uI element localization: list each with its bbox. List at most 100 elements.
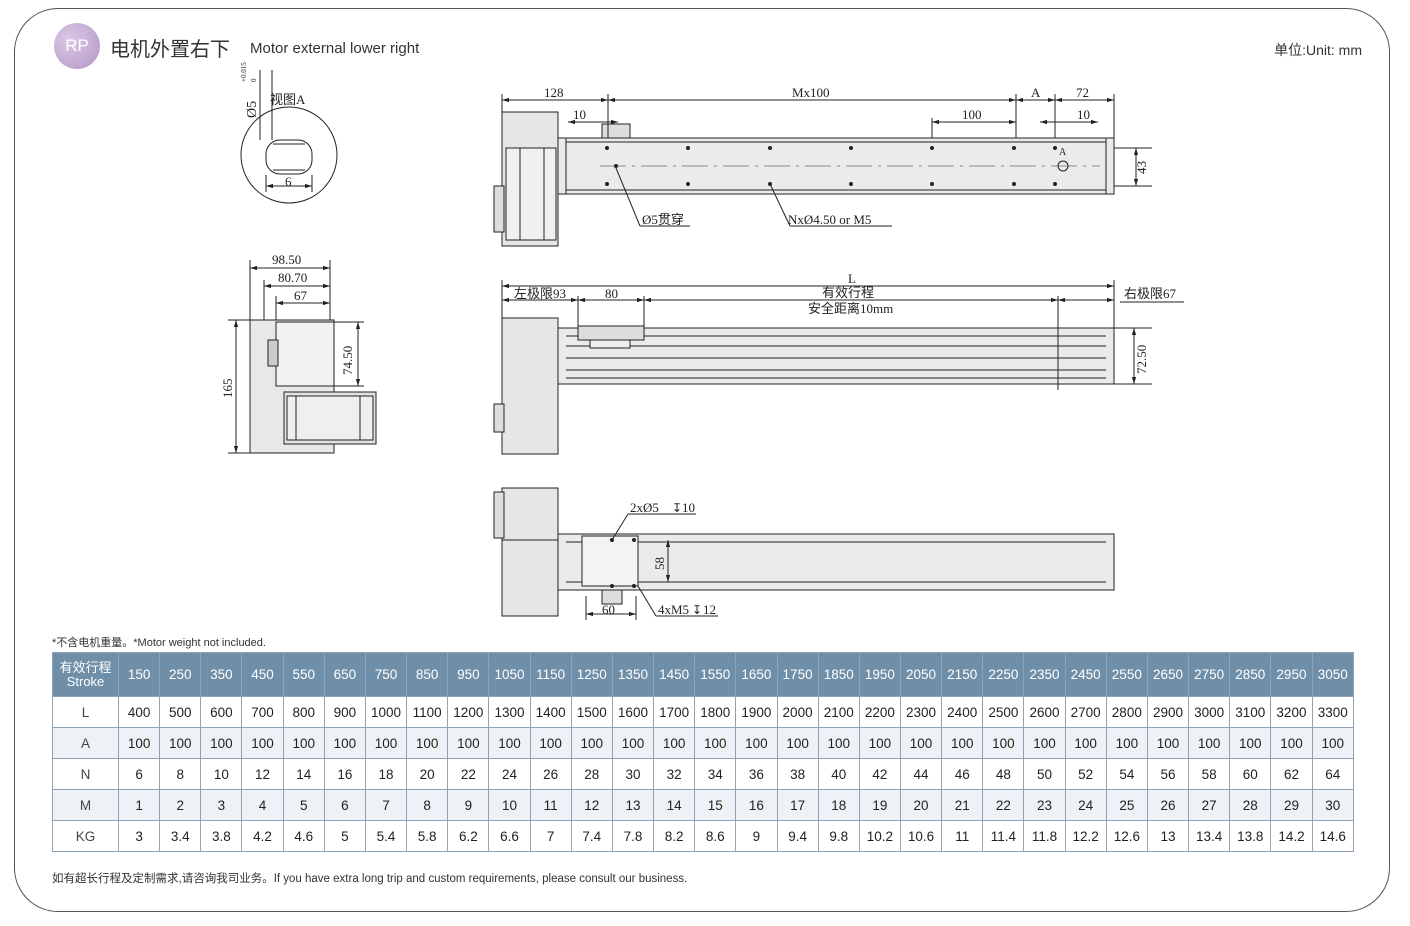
- stroke-column-header: 1250: [570, 652, 613, 697]
- table-cell: 58: [1188, 758, 1231, 790]
- stroke-column-header: 750: [364, 652, 408, 697]
- stroke-column-header: 250: [159, 652, 202, 697]
- table-cell: 10: [488, 789, 531, 821]
- phi5-label: Ø5: [245, 101, 260, 118]
- stroke-column-header: 1450: [653, 652, 696, 697]
- table-cell: 100: [1064, 727, 1107, 759]
- table-cell: 26: [529, 758, 572, 790]
- stroke-column-header: 1050: [488, 652, 531, 697]
- stroke-column-header: 2650: [1146, 652, 1190, 697]
- table-cell: 100: [159, 727, 202, 759]
- unit-label: 单位:Unit: mm: [1274, 42, 1362, 58]
- stroke-column-header: 1850: [817, 652, 860, 697]
- table-cell: 14.6: [1311, 820, 1355, 852]
- table-cell: 14.2: [1270, 820, 1313, 852]
- table-cell: 13.4: [1188, 820, 1231, 852]
- table-cell: 29: [1270, 789, 1313, 821]
- table-cell: 100: [1146, 727, 1190, 759]
- row-label: M: [52, 789, 119, 821]
- dim-a: A: [1031, 85, 1041, 100]
- dim-72-50: 72.50: [1134, 345, 1149, 374]
- table-cell: 2600: [1023, 696, 1066, 728]
- table-cell: 2400: [941, 696, 984, 728]
- table-cell: 100: [694, 727, 737, 759]
- stroke-column-header: 2750: [1188, 652, 1231, 697]
- nx-holes-label: NxØ4.50 or M5: [788, 212, 871, 227]
- table-cell: 2800: [1105, 696, 1148, 728]
- table-cell: 100: [488, 727, 531, 759]
- row-label: KG: [52, 820, 119, 852]
- table-cell: 5: [323, 820, 366, 852]
- row-label: N: [52, 758, 119, 790]
- row-label: A: [52, 727, 119, 759]
- dim-98-50: 98.50: [272, 252, 301, 267]
- table-cell: 60: [1229, 758, 1272, 790]
- table-cell: 100: [941, 727, 984, 759]
- dim-74-50: 74.50: [340, 346, 355, 375]
- table-cell: 10.2: [858, 820, 901, 852]
- table-cell: 100: [570, 727, 613, 759]
- table-cell: 3100: [1229, 696, 1272, 728]
- table-cell: 12.2: [1064, 820, 1107, 852]
- stroke-column-header: 850: [406, 652, 449, 697]
- dim-l: L: [848, 271, 856, 286]
- table-cell: 2900: [1146, 696, 1190, 728]
- holes-2x-label: 2xØ5: [630, 500, 659, 515]
- table-cell: 6: [117, 758, 161, 790]
- table-cell: 30: [611, 758, 655, 790]
- table-cell: 3000: [1188, 696, 1231, 728]
- stroke-column-header: 1150: [529, 652, 572, 697]
- table-cell: 2100: [817, 696, 860, 728]
- dim-mx100: Mx100: [792, 85, 830, 100]
- table-cell: 4.6: [282, 820, 325, 852]
- table-cell: 100: [323, 727, 366, 759]
- top-view: [493, 94, 1152, 247]
- table-cell: 100: [1023, 727, 1066, 759]
- hole-marks: [605, 146, 1057, 588]
- table-cell: 23: [1023, 789, 1066, 821]
- table-cell: 2700: [1064, 696, 1107, 728]
- phi5-tol-bottom: 0: [250, 78, 258, 82]
- dim-80-70: 80.70: [278, 270, 307, 285]
- holes-4x-depth: 12: [703, 602, 716, 617]
- stroke-header-zh: 有效行程: [59, 659, 112, 675]
- table-cell: 8.2: [653, 820, 696, 852]
- table-cell: 1800: [694, 696, 737, 728]
- table-cell: 13.8: [1229, 820, 1272, 852]
- table-cell: 11: [941, 820, 984, 852]
- stroke-column-header: 2450: [1064, 652, 1107, 697]
- table-cell: 6.6: [488, 820, 531, 852]
- stroke-column-header: 1650: [735, 652, 778, 697]
- stroke-column-header: 2250: [982, 652, 1025, 697]
- table-cell: 8: [406, 789, 449, 821]
- table-cell: 40: [817, 758, 860, 790]
- table-cell: 2300: [899, 696, 943, 728]
- dim-80: 80: [605, 286, 618, 301]
- table-cell: 100: [1229, 727, 1272, 759]
- table-cell: 400: [117, 696, 161, 728]
- dim-58: 58: [652, 557, 667, 570]
- table-cell: 9.4: [776, 820, 819, 852]
- table-cell: 12.6: [1105, 820, 1148, 852]
- table-cell: 8: [159, 758, 202, 790]
- view-a-detail: [240, 70, 338, 204]
- table-cell: 50: [1023, 758, 1066, 790]
- table-cell: 4.2: [241, 820, 284, 852]
- page-title-zh: 电机外置右下: [110, 37, 230, 61]
- end-view: [228, 260, 377, 454]
- table-cell: 12: [241, 758, 284, 790]
- table-cell: 900: [323, 696, 366, 728]
- table-cell: 36: [735, 758, 778, 790]
- table-cell: 100: [735, 727, 778, 759]
- left-limit-label: 左极限93: [514, 286, 566, 301]
- view-a-label: 视图A: [270, 92, 306, 107]
- table-cell: 1300: [488, 696, 531, 728]
- table-cell: 100: [447, 727, 490, 759]
- table-cell: 44: [899, 758, 943, 790]
- table-cell: 42: [858, 758, 901, 790]
- table-cell: 56: [1146, 758, 1190, 790]
- table-cell: 100: [200, 727, 243, 759]
- table-cell: 100: [1270, 727, 1313, 759]
